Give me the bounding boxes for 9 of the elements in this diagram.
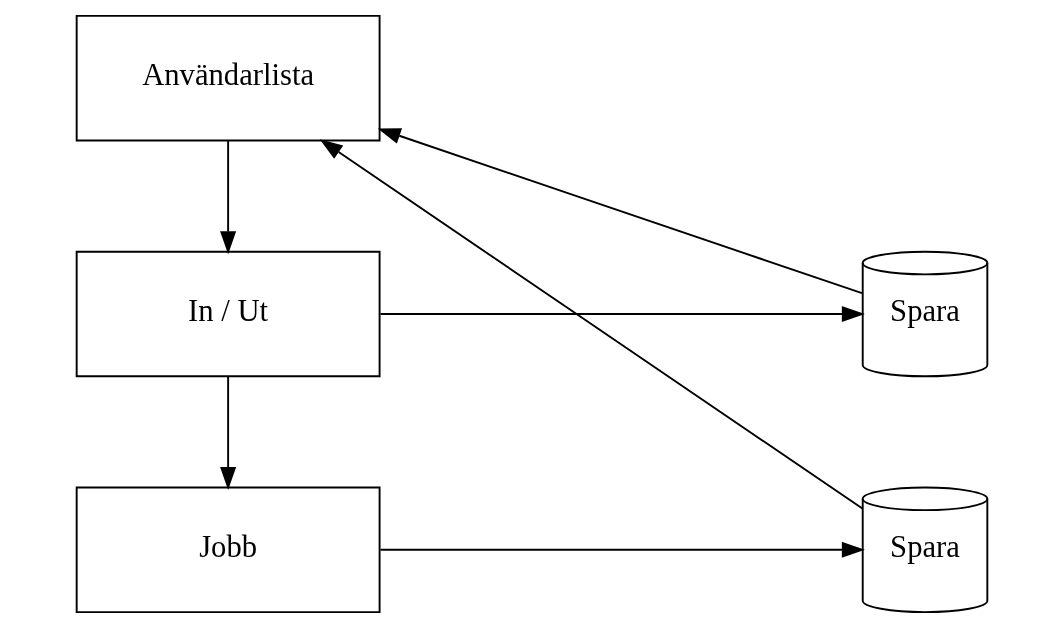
node-box: Användarlista [75,14,381,142]
arrow [319,139,864,510]
arrow [379,305,865,323]
arrow [379,541,865,558]
node-box: Jobb [75,486,381,614]
arrow [377,128,863,295]
arrow [220,140,237,255]
node-box: In / Ut [75,250,381,378]
arrow [220,375,237,491]
